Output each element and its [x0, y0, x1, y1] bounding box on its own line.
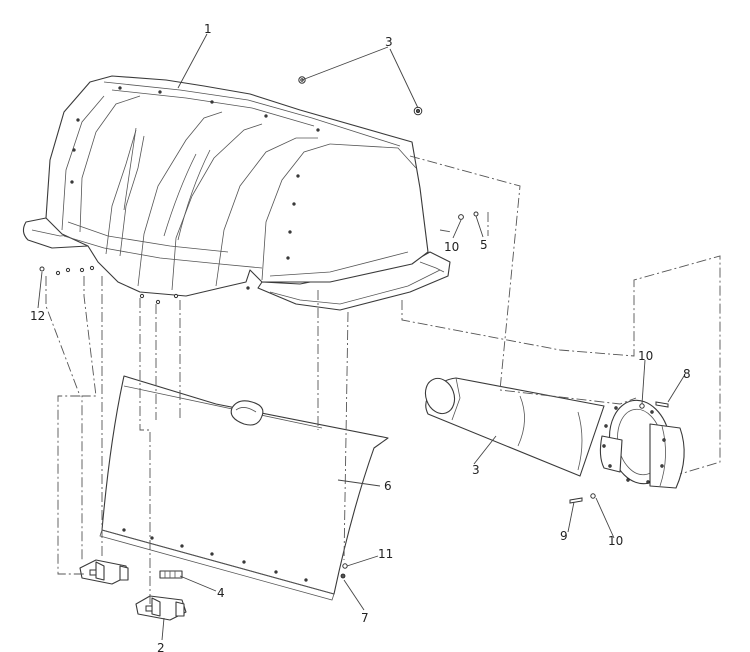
- hood-fastener-holes: [70, 86, 320, 290]
- callout-labels: 1 3 10 5 12 6 11 7 4 2 3 10 8 9 10: [30, 22, 691, 652]
- callout-6: 6: [384, 479, 392, 493]
- discharge-chute: [424, 377, 685, 489]
- spacer-block: [159, 570, 183, 579]
- callout-12: 12: [30, 309, 45, 323]
- callout-4: 4: [217, 586, 225, 600]
- callout-5: 5: [480, 238, 488, 252]
- hood-shroud: [22, 75, 451, 311]
- deflector-panel: [99, 375, 389, 601]
- top-fasteners: [298, 76, 423, 116]
- callout-2: 2: [157, 641, 165, 652]
- mount-brackets: [79, 559, 187, 621]
- callout-7: 7: [361, 611, 369, 625]
- leader-lines: [37, 33, 685, 641]
- callout-3-top: 3: [385, 35, 393, 49]
- callout-11: 11: [378, 547, 393, 561]
- hardware-small: [39, 211, 669, 579]
- callout-10-chute-top: 10: [638, 349, 653, 363]
- callout-10-hood: 10: [444, 240, 459, 254]
- callout-8: 8: [683, 367, 691, 381]
- assembly-centerlines: [45, 155, 721, 606]
- callout-3-chute: 3: [472, 463, 480, 477]
- callout-9: 9: [560, 529, 568, 543]
- callout-10-chute-bottom: 10: [608, 534, 623, 548]
- chute-flange-holes: [602, 406, 666, 484]
- callout-1: 1: [204, 22, 212, 36]
- deflector-holes: [122, 528, 308, 582]
